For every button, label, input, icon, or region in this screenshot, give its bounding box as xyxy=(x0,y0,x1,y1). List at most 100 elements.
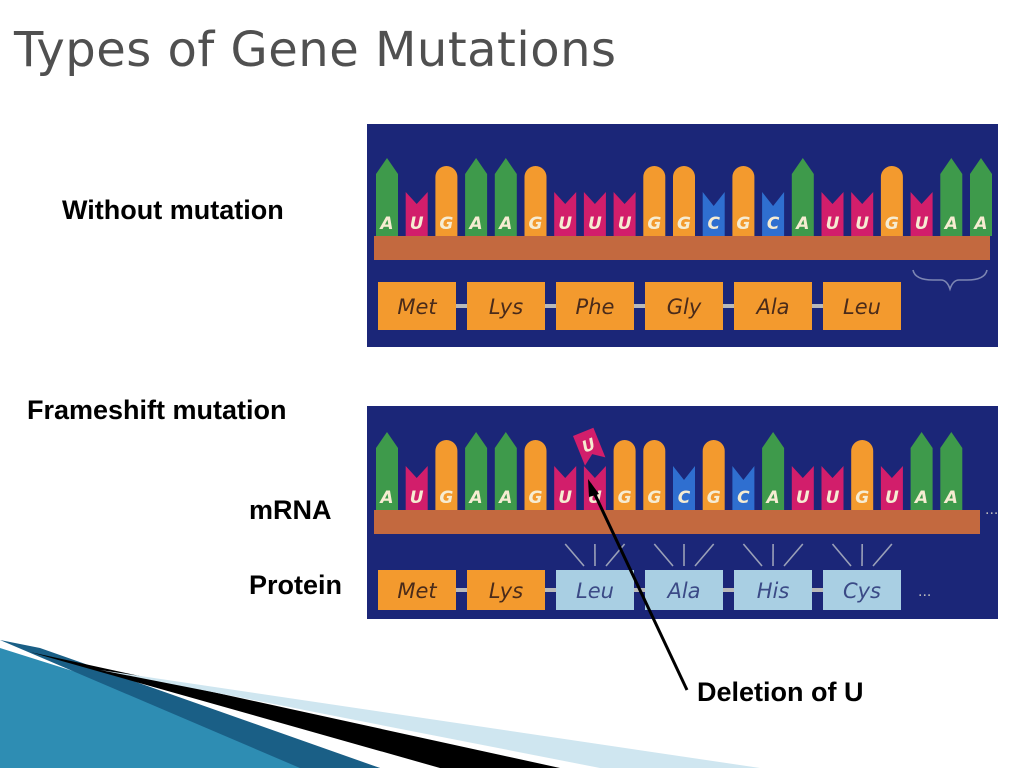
label-without-mutation: Without mutation xyxy=(62,195,284,225)
base-C-11-letter: C xyxy=(707,214,720,234)
base-C-13 xyxy=(762,192,785,236)
base-U-14-letter: U xyxy=(796,488,810,508)
base-C-10 xyxy=(673,466,695,510)
amino-acid-box-5 xyxy=(823,282,901,330)
deleted-base-U xyxy=(573,427,606,466)
slide-decoration xyxy=(0,640,760,768)
base-A-4 xyxy=(494,158,517,236)
codon-arrow-3-2 xyxy=(872,543,893,567)
base-A-19 xyxy=(940,432,963,510)
base-A-13 xyxy=(762,432,785,510)
base-U-14 xyxy=(791,466,814,510)
base-G-17-letter: G xyxy=(885,214,899,234)
base-U-1 xyxy=(405,192,428,236)
strand-ellipsis: ... xyxy=(985,501,998,518)
base-A-18 xyxy=(910,432,933,510)
deletion-pointer-arrowhead xyxy=(588,479,599,497)
base-G-8-letter: G xyxy=(618,488,632,508)
base-A-14-letter: A xyxy=(794,214,809,234)
base-G-8 xyxy=(613,440,636,510)
codon-arrow-0-0 xyxy=(564,543,585,567)
amino-acid-label-5: Cys xyxy=(843,579,881,603)
label-deletion: Deletion of U xyxy=(697,677,864,707)
label-protein: Protein xyxy=(249,570,343,600)
base-A-3-letter: A xyxy=(468,214,483,234)
base-U-15-letter: U xyxy=(826,488,840,508)
base-A-19-letter: A xyxy=(943,488,958,508)
base-G-5-letter: G xyxy=(529,488,543,508)
base-G-11 xyxy=(702,440,725,510)
amino-acid-box-4 xyxy=(734,570,812,610)
amino-acid-label-0: Met xyxy=(397,295,437,319)
codon-arrow-2-2 xyxy=(783,543,804,567)
mrna-strand xyxy=(374,510,980,534)
base-G-12 xyxy=(732,166,755,236)
codon-arrow-2-0 xyxy=(742,543,763,567)
amino-acid-label-0: Met xyxy=(397,579,437,603)
base-G-2-letter: G xyxy=(439,488,453,508)
base-U-7 xyxy=(583,192,606,236)
base-U-17 xyxy=(880,466,903,510)
label-frameshift-mutation: Frameshift mutation xyxy=(27,395,287,425)
amino-acid-label-1: Lys xyxy=(489,579,523,603)
base-U-17-letter: U xyxy=(885,488,899,508)
amino-acid-box-1 xyxy=(467,282,545,330)
base-G-2 xyxy=(435,166,458,236)
base-A-0 xyxy=(376,432,398,510)
base-U-18-letter: U xyxy=(915,214,929,234)
base-A-13-letter: A xyxy=(765,488,780,508)
base-G-5 xyxy=(524,166,547,236)
base-C-12 xyxy=(732,466,755,510)
base-G-5 xyxy=(524,440,547,510)
base-G-16 xyxy=(851,440,874,510)
protein-ellipsis: ... xyxy=(918,583,931,600)
base-C-12-letter: C xyxy=(737,488,750,508)
base-C-13-letter: C xyxy=(767,214,780,234)
base-U-1-letter: U xyxy=(410,214,424,234)
decor-swoosh-light xyxy=(100,670,760,768)
base-A-4 xyxy=(494,432,517,510)
base-U-8-letter: U xyxy=(618,214,632,234)
base-G-9-letter: G xyxy=(647,214,661,234)
base-A-0-letter: A xyxy=(378,488,393,508)
base-C-10-letter: C xyxy=(678,488,691,508)
base-A-3 xyxy=(465,158,488,236)
base-G-5-letter: G xyxy=(529,214,543,234)
slide-title: Types of Gene Mutations xyxy=(14,22,617,78)
base-A-3 xyxy=(465,432,488,510)
codon-arrow-1-2 xyxy=(694,543,715,567)
base-U-16 xyxy=(851,192,874,236)
base-U-16-letter: U xyxy=(855,214,869,234)
base-A-19-letter: A xyxy=(943,214,958,234)
base-U-15-letter: U xyxy=(826,214,840,234)
amino-acid-box-4 xyxy=(734,282,812,330)
label-mrna: mRNA xyxy=(249,495,332,525)
amino-acid-label-1: Lys xyxy=(489,295,523,319)
base-A-4-letter: A xyxy=(497,488,512,508)
base-A-3-letter: A xyxy=(468,488,483,508)
base-U-7 xyxy=(583,466,606,510)
amino-acid-label-2: Leu xyxy=(576,579,614,603)
deletion-pointer-line xyxy=(588,483,689,691)
amino-acid-box-0 xyxy=(378,570,456,610)
base-C-11 xyxy=(702,192,725,236)
base-U-6 xyxy=(554,466,577,510)
stop-codon-brace xyxy=(912,269,988,292)
base-U-18 xyxy=(910,192,933,236)
base-G-2-letter: G xyxy=(439,214,453,234)
amino-acid-box-3 xyxy=(645,570,723,610)
base-A-18-letter: A xyxy=(913,488,928,508)
base-G-11-letter: G xyxy=(707,488,721,508)
base-U-6 xyxy=(554,192,577,236)
base-G-10 xyxy=(673,166,695,236)
base-A-19 xyxy=(940,158,963,236)
base-A-0 xyxy=(376,158,398,236)
base-A-20-letter: A xyxy=(972,214,987,234)
base-U-1 xyxy=(405,466,428,510)
codon-arrow-3-0 xyxy=(831,543,852,567)
codon-arrow-1-0 xyxy=(653,543,674,567)
